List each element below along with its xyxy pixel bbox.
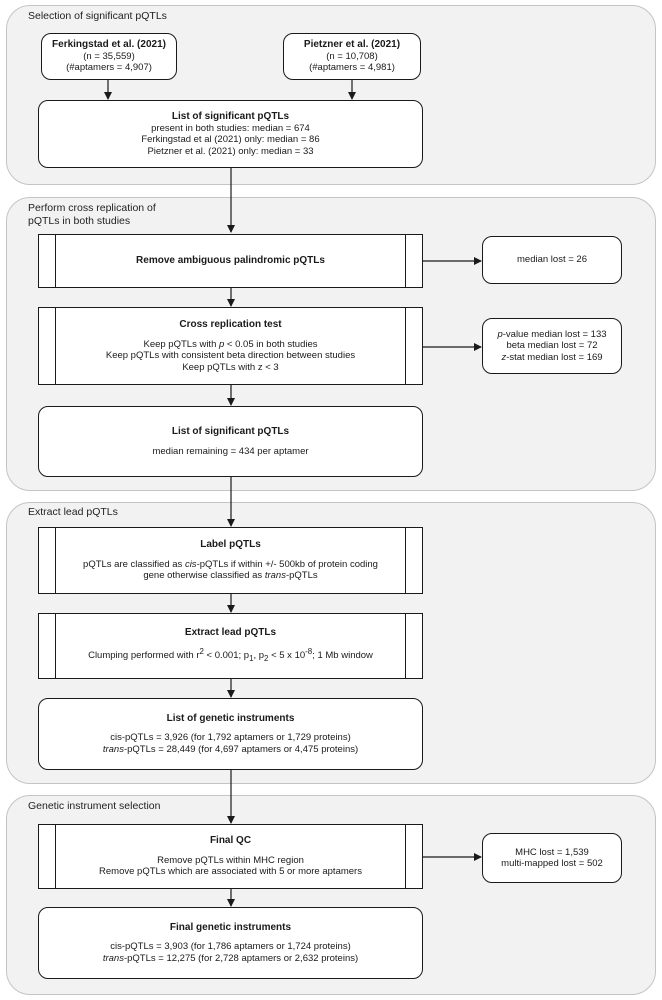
pietzner-box: Pietzner et al. (2021) (n = 10,708) (#ap… [283,33,421,80]
remove-palindromic-process: Remove ambiguous palindromic pQTLs [38,234,423,288]
significant-pqtls-title: List of significant pQTLs [171,111,290,122]
ferkingstad-only-median: Ferkingstad et al (2021) only: median = … [141,134,320,145]
final-genetic-instruments-box: Final genetic instruments cis-pQTLs = 3,… [38,907,423,979]
pietzner-only-median: Pietzner et al. (2021) only: median = 33 [147,145,314,157]
multi-mapped-lost-value: multi-mapped lost = 502 [501,858,603,869]
beta-median-lost: beta median lost = 72 [506,340,598,352]
ferkingstad-n: (n = 35,559) [83,50,135,62]
section-instrument-selection-title: Genetic instrument selection [28,800,161,812]
final-qc-multimapped-rule: Remove pQTLs which are associated with 5… [99,866,362,878]
remove-palindromic-title: Remove ambiguous palindromic pQTLs [136,255,325,267]
cross-lost-box: p-value median lost = 133 beta median lo… [482,318,622,374]
median-remaining: median remaining = 434 per aptamer [152,445,309,457]
zstat-median-lost: z-stat median lost = 169 [501,351,603,363]
final-qc-process: Final QC Remove pQTLs within MHC region … [38,824,423,889]
instruments-trans: trans-pQTLs = 28,449 (for 4,697 aptamers… [102,743,359,755]
cross-replication-title: Cross replication test [179,319,282,330]
cross-rule-beta: Keep pQTLs with consistent beta directio… [105,350,356,361]
both-studies-median: present in both studies: median = 674 [151,122,310,134]
pietzner-title: Pietzner et al. (2021) [303,39,401,51]
section-selection-title: Selection of significant pQTLs [28,10,167,22]
section-extract-lead-title: Extract lead pQTLs [28,506,118,518]
cross-rule-z: Keep pQTLs with z < 3 [182,361,279,373]
mhc-lost-box: MHC lost = 1,539 multi-mapped lost = 502 [482,833,622,883]
final-qc-mhc-rule: Remove pQTLs within MHC region [157,854,304,866]
cross-rule-pvalue: Keep pQTLs with p < 0.05 in both studies [143,338,318,350]
instruments-title: List of genetic instruments [166,712,295,724]
median-lost-box: median lost = 26 [482,236,622,284]
final-qc-title: Final QC [209,835,252,847]
significant-pqtls-list-box: List of significant pQTLs present in bot… [38,100,423,168]
pietzner-n: (n = 10,708) [326,50,378,62]
pvalue-median-lost: p-value median lost = 133 [497,328,607,340]
section-cross-replication-title: Perform cross replication of pQTLs in bo… [28,202,156,227]
genetic-instruments-list-box: List of genetic instruments cis-pQTLs = … [38,698,423,770]
ferkingstad-title: Ferkingstad et al. (2021) [52,39,166,51]
significant-pqtls-remaining-box: List of significant pQTLs median remaini… [38,406,423,477]
extract-lead-process: Extract lead pQTLs Clumping performed wi… [38,613,423,679]
clumping-rule: Clumping performed with r2 < 0.001; p1, … [88,647,373,664]
label-pqtls-title: Label pQTLs [200,539,261,551]
pietzner-aptamers: (#aptamers = 4,981) [309,62,395,74]
median-lost-value: median lost = 26 [517,254,587,266]
instruments-cis: cis-pQTLs = 3,926 (for 1,792 aptamers or… [110,732,351,744]
mhc-lost-value: MHC lost = 1,539 [515,846,589,858]
final-instruments-cis: cis-pQTLs = 3,903 (for 1,786 aptamers or… [110,941,351,953]
extract-lead-title: Extract lead pQTLs [184,626,277,638]
ferkingstad-box: Ferkingstad et al. (2021) (n = 35,559) (… [41,33,177,80]
label-rule-line2: gene otherwise classified as trans-pQTLs [143,570,318,582]
final-instruments-title: Final genetic instruments [169,921,292,933]
label-pqtls-process: Label pQTLs pQTLs are classified as cis-… [38,527,423,594]
ferkingstad-aptamers: (#aptamers = 4,907) [66,62,152,74]
final-instruments-trans: trans-pQTLs = 12,275 (for 2,728 aptamers… [102,952,359,964]
cross-replication-process: Cross replication test Keep pQTLs with p… [38,307,423,385]
remaining-title: List of significant pQTLs [171,426,290,437]
label-rule-line1: pQTLs are classified as cis-pQTLs if wit… [83,558,378,570]
